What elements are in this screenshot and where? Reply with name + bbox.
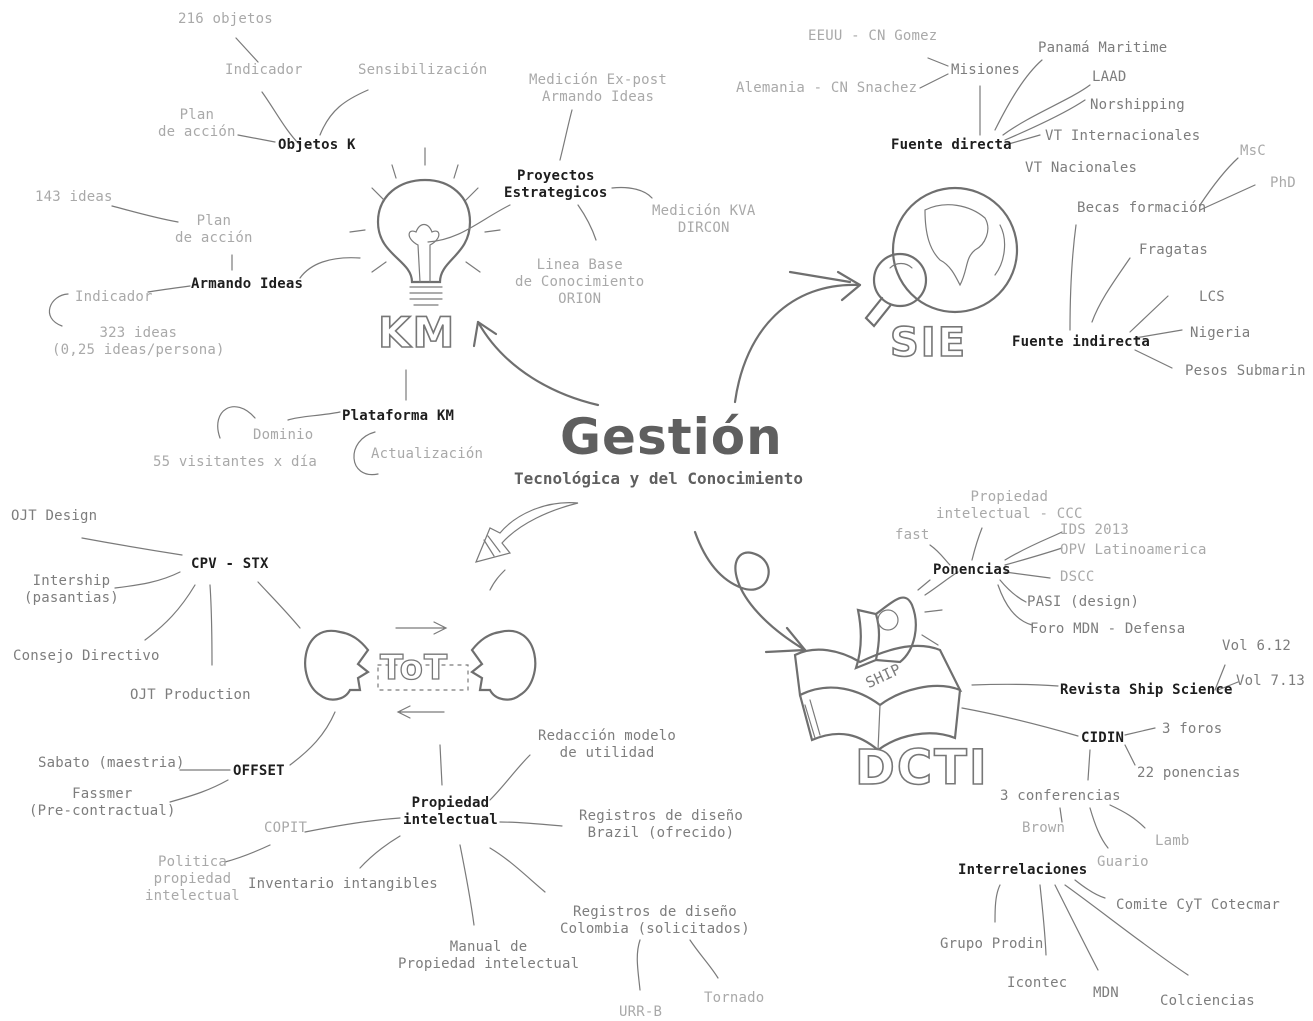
km-branches <box>48 37 653 476</box>
tot-ojt-design: OJT Design <box>11 508 98 524</box>
dcti-pi-ccc: Propiedad intelectual - CCC <box>936 489 1083 522</box>
dcti-pasi: PASI (design) <box>1027 594 1140 610</box>
tot-branches <box>81 537 719 991</box>
dcti-ids: IDS 2013 <box>1060 522 1130 538</box>
dcti-3-conferencias: 3 conferencias <box>1000 788 1121 804</box>
objetos-k-indicador: Indicador <box>225 62 303 78</box>
armando-ideas-plan: Plan de acción <box>175 213 253 246</box>
sie-alemania: Alemania - CN Snachez <box>736 80 918 96</box>
dcti-vol-713: Vol 7.13 <box>1236 673 1306 689</box>
dcti-brown: Brown <box>1022 820 1066 836</box>
megaphone-icon <box>854 579 943 670</box>
sie-fuente-directa-node: Fuente directa <box>891 137 1012 153</box>
sie-lcs: LCS <box>1199 289 1225 305</box>
armando-ideas-143: 143 ideas <box>35 189 113 205</box>
dcti-guario: Guario <box>1097 854 1149 870</box>
sie-msc: MsC <box>1240 143 1266 159</box>
hub-sie-label: SIE <box>889 319 968 367</box>
dcti-ponencias-node: Ponencias <box>933 562 1011 578</box>
dcti-comite: Comite CyT Cotecmar <box>1116 897 1280 913</box>
dcti-interrelaciones-node: Interrelaciones <box>958 862 1088 878</box>
arrow-to-km <box>472 320 600 407</box>
sie-phd: PhD <box>1270 175 1296 191</box>
dcti-fast: fast <box>895 527 930 543</box>
objetos-k-plan: Plan de acción <box>158 107 236 140</box>
sie-norshipping: Norshipping <box>1090 97 1185 113</box>
tot-ojt-production: OJT Production <box>130 687 251 703</box>
arrow-to-dcti <box>693 530 807 654</box>
sie-misiones: Misiones <box>951 62 1021 78</box>
dcti-grupo-prodin: Grupo Prodin <box>940 936 1044 952</box>
tot-copit: COPIT <box>264 820 308 836</box>
globe-icon <box>891 186 1019 314</box>
hub-tot-label: ToT <box>379 647 449 688</box>
lightbulb-icon <box>349 147 501 306</box>
dcti-opv: OPV Latinoamerica <box>1060 542 1207 558</box>
heads-icon <box>304 621 537 719</box>
book-icon <box>793 644 963 752</box>
magnifier-icon <box>864 252 928 328</box>
tot-manual: Manual de Propiedad intelectual <box>398 939 580 972</box>
proyectos-node: Proyectos Estrategicos <box>504 168 608 201</box>
dcti-dscc: DSCC <box>1060 569 1095 585</box>
hub-dcti-label: DCTI <box>854 739 989 797</box>
hub-km-label: KM <box>377 307 457 358</box>
sie-panama: Panamá Maritime <box>1038 40 1168 56</box>
dcti-branches <box>924 527 1239 976</box>
main-title: Gestión <box>560 408 783 466</box>
sie-pesos-submarin: Pesos Submarin <box>1185 363 1306 379</box>
sie-vt-internacionales: VT Internacionales <box>1045 128 1201 144</box>
proyectos-medicion-kva: Medición KVA DIRCON <box>652 203 756 236</box>
armando-ideas-indicador: Indicador <box>75 289 153 305</box>
objetos-k-count: 216 objetos <box>178 11 273 27</box>
proyectos-medicion-expost: Medición Ex-post Armando Ideas <box>529 72 668 105</box>
tot-fassmer: Fassmer (Pre-contractual) <box>29 786 176 819</box>
plataforma-km-node: Plataforma KM <box>342 408 455 424</box>
objetos-k-sensibilizacion: Sensibilización <box>358 62 488 78</box>
objetos-k-node: Objetos K <box>278 137 356 153</box>
tot-propiedad-node: Propiedad intelectual <box>403 795 498 828</box>
dcti-mdn: MDN <box>1093 985 1119 1001</box>
dcti-revista-node: Revista Ship Science <box>1060 682 1233 698</box>
tot-urrb: URR-B <box>619 1004 663 1020</box>
plataforma-km-actualizacion: Actualización <box>371 446 484 462</box>
armando-ideas-323: 323 ideas (0,25 ideas/persona) <box>52 325 225 358</box>
plataforma-km-visitantes: 55 visitantes x día <box>153 454 317 470</box>
sie-becas: Becas formación <box>1077 200 1207 216</box>
sie-vt-nacionales: VT Nacionales <box>1025 160 1138 176</box>
arrow-to-sie <box>733 270 862 404</box>
tot-politica: Politica propiedad intelectual <box>145 854 240 904</box>
tot-redaccion: Redacción modelo de utilidad <box>538 728 677 761</box>
dcti-22-ponencias: 22 ponencias <box>1137 765 1241 781</box>
dcti-foro-mdn: Foro MDN - Defensa <box>1030 621 1186 637</box>
dcti-colciencias: Colciencias <box>1160 993 1255 1009</box>
dcti-cidin-node: CIDIN <box>1081 730 1125 746</box>
dcti-vol-612: Vol 6.12 <box>1222 638 1292 654</box>
tot-cpv-stx-node: CPV - STX <box>191 556 269 572</box>
tot-sabato: Sabato (maestria) <box>38 755 185 771</box>
tot-consejo-directivo: Consejo Directivo <box>13 648 160 664</box>
tot-inventario: Inventario intangibles <box>248 876 438 892</box>
tot-tornado: Tornado <box>704 990 765 1006</box>
tot-reg-colombia: Registros de diseño Colombia (solicitado… <box>560 904 750 937</box>
sie-nigeria: Nigeria <box>1190 325 1251 341</box>
tot-reg-brazil: Registros de diseño Brazil (ofrecido) <box>579 808 743 841</box>
plataforma-km-dominio: Dominio <box>253 427 314 443</box>
dcti-icontec: Icontec <box>1007 975 1068 991</box>
tot-offset-node: OFFSET <box>233 763 285 779</box>
sie-fragatas: Fragatas <box>1139 242 1209 258</box>
dcti-3-foros: 3 foros <box>1162 721 1223 737</box>
main-subtitle: Tecnológica y del Conocimiento <box>514 469 803 488</box>
sie-branches <box>919 57 1256 369</box>
arrow-to-tot <box>474 502 579 591</box>
tot-intership: Intership (pasantias) <box>24 573 119 606</box>
sie-fuente-indirecta-node: Fuente indirecta <box>1012 334 1151 350</box>
sie-eeuu: EEUU - CN Gomez <box>808 28 938 44</box>
dcti-lamb: Lamb <box>1155 833 1190 849</box>
proyectos-linea-base: Linea Base de Conocimiento ORION <box>515 257 645 307</box>
armando-ideas-node: Armando Ideas <box>191 276 304 292</box>
sie-laad: LAAD <box>1092 69 1127 85</box>
